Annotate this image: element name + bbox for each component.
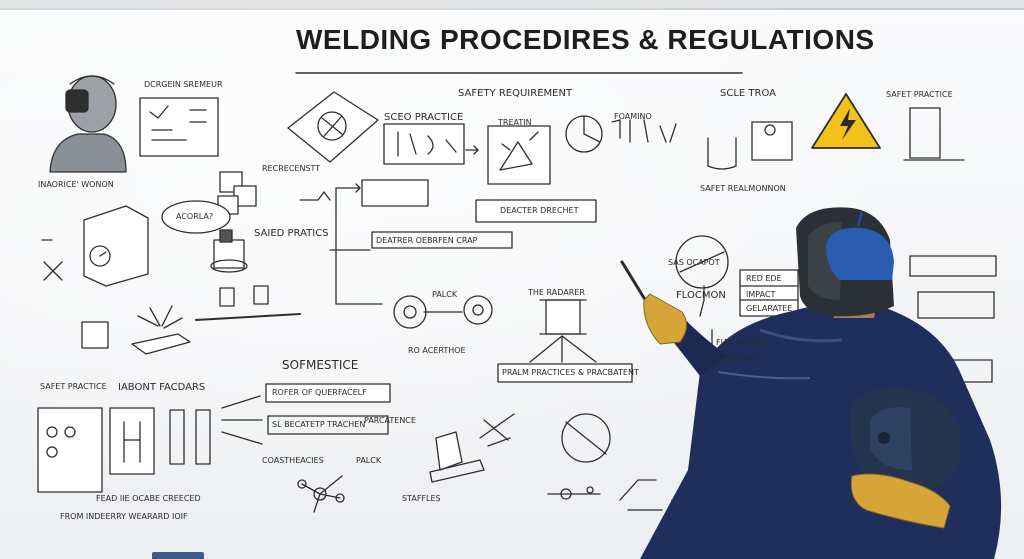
label-treatin: TREATIN <box>498 118 532 127</box>
label-the-radarer: THE RADARER <box>528 288 585 297</box>
label-sloschet: SLOSCHET <box>716 354 759 363</box>
label-saied-pratics: SAIED PRATICS <box>254 228 329 239</box>
label-gelaratee: GELARATEE <box>746 304 793 313</box>
sketch-box-red-ede <box>739 269 799 317</box>
sketch-box-deacter <box>475 199 597 223</box>
label-safet-practice-top: SAFET PRACTICE <box>886 90 953 99</box>
disc-sketch-1 <box>393 295 427 329</box>
label-staffles: STAFFLES <box>402 494 441 503</box>
label-parcatence: PARCATENCE <box>364 416 416 425</box>
sketch-box-slbec <box>267 415 389 435</box>
welder-worker <box>620 207 1002 559</box>
label-safety-requirement: SAFETY REQUIREMENT <box>458 88 573 99</box>
label-fead-ocabe: FEAD IIE OCABE CREECED <box>96 494 201 503</box>
label-palck: PALCK <box>356 456 382 465</box>
label-flocmon: FLOCMON <box>676 290 726 301</box>
warning-sign-icon <box>811 93 881 149</box>
cabinet-sketch <box>83 205 149 287</box>
label-red-ede: RED EDE <box>746 274 782 283</box>
welding-machine-sketch <box>210 229 248 273</box>
manual-book-sketch <box>287 91 379 163</box>
sketch-box-rofer <box>265 383 391 403</box>
label-sofmestice: SOFMESTICE <box>282 358 359 372</box>
marker-tray <box>152 552 204 559</box>
label-safet-realmonnon: SAFET REALMONNON <box>700 184 786 193</box>
label-pralm-practices: PRALM PRACTICES & PRACBATENT <box>502 368 639 377</box>
label-deacter-drechet: DEACTER DRECHET <box>500 206 579 215</box>
label-sl-becatetp-trachen: SL BECATETP TRACHEN <box>272 420 366 429</box>
press-diagram-sketch <box>529 299 597 363</box>
clipboard-sketch <box>139 97 219 157</box>
sketch-box-treatin <box>487 125 551 185</box>
network-sketch <box>297 475 345 513</box>
hammer-sketch <box>429 431 485 483</box>
label-safet-practice-left: SAFET PRACTICE <box>40 382 107 391</box>
label-inaorice-wonon: INAORICE' WONON <box>38 180 114 189</box>
sketch-box-cr <box>371 231 513 249</box>
label-impact: IMPACT <box>746 290 776 299</box>
sketch-box-warnings <box>361 179 429 207</box>
thought-bubble-sketch <box>161 200 231 234</box>
disc-sketch-2 <box>463 295 493 325</box>
prohibited-sign-sketch <box>561 413 611 463</box>
label-foamino: FOAMINO <box>614 112 652 121</box>
label-recrecenstt: RECRECENSTT <box>262 164 321 173</box>
sketch-box-practice <box>37 407 103 493</box>
label-coastheacies: COASTHEACIES <box>262 456 324 465</box>
label-palck-top: PALCK <box>432 290 458 299</box>
board-title: WELDING PROCEDIRES & REGULATIONS <box>296 24 875 55</box>
sketch-box-right-2 <box>917 291 995 319</box>
label-sceo-practice: SCEO PRACTICE <box>384 112 464 123</box>
workpiece-spark-sketch <box>81 305 191 355</box>
label-sar-ocapot: SAS OCAPOT <box>668 258 720 267</box>
label-acorla: ACORLA? <box>176 212 214 221</box>
sketch-box-gauge <box>751 121 793 161</box>
label-fiak-recelt: FIAK RECELT <box>716 338 766 347</box>
gauge-sketch <box>675 235 729 289</box>
label-iabont-facdars: IABONT FACDARS <box>118 382 206 393</box>
label-scle-tron: SCLE TROA <box>720 88 776 99</box>
sketch-box-right-1 <box>909 255 997 277</box>
sketch-box-tools <box>383 123 465 165</box>
label-rofer-of-querfacelf: ROFER OF QUERFACELF <box>272 388 367 397</box>
sketch-box-coverall <box>109 407 155 475</box>
label-drastr-pr-craf: DEATRER OEBRFEN CRAP <box>376 236 478 245</box>
welder-figure-sketch <box>49 75 127 173</box>
label-fror-indeerr: FROM INDEERRY WEARARD IOIF <box>60 512 188 521</box>
sketch-box-pralm <box>497 363 633 383</box>
label-dcregen-stemeur: DCRGEIN SREMEUR <box>144 80 223 89</box>
label-rostaer: RO ACERTHOE <box>408 346 466 355</box>
